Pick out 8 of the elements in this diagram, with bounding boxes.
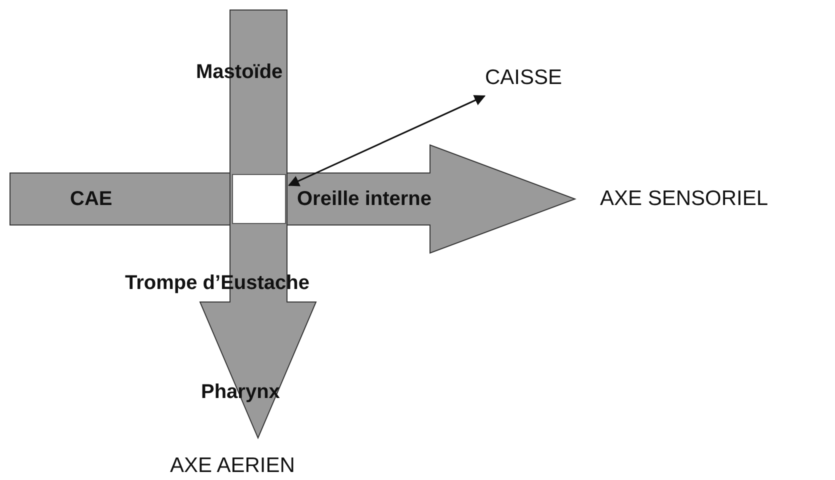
part-label: CAISSE <box>485 66 562 90</box>
axis-label: AXE AERIEN <box>170 455 295 476</box>
part-label: Pharynx <box>201 382 280 402</box>
axis-label: AXE SENSORIEL <box>600 188 768 209</box>
part-label: Oreille interne <box>297 189 432 209</box>
empty-box <box>232 174 286 224</box>
part-label: CAE <box>70 189 112 209</box>
double-arrow <box>288 95 486 186</box>
